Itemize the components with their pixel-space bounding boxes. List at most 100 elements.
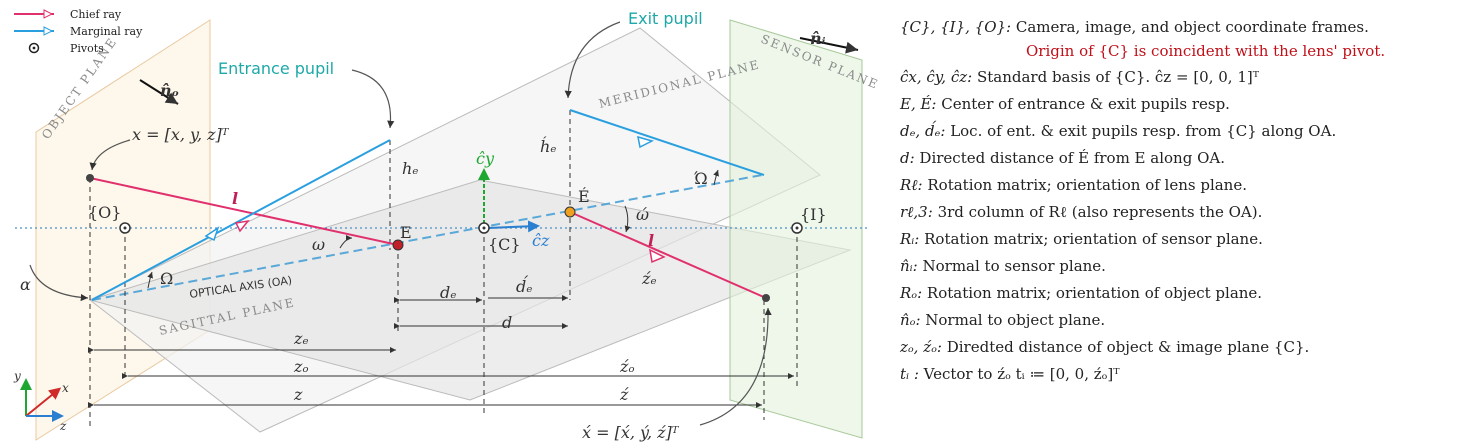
axis-y-label: y [13, 369, 21, 383]
definition-text: Standard basis of {C}. ĉz = [0, 0, 1]ᵀ [972, 68, 1260, 86]
legend-marginal-marker [43, 26, 54, 36]
definition-symbol: d: [900, 149, 915, 167]
definition-item: dₑ, d́ₑ: Loc. of ent. & exit pupils resp… [900, 118, 1470, 145]
legend-chief-marker [43, 9, 54, 19]
definition-item: tᵢ : Vector to źₒ tᵢ ≔ [0, 0, źₒ]ᵀ [900, 361, 1470, 388]
z-label: z [293, 385, 303, 404]
legend: Chief ray Marginal ray Pivots [14, 8, 143, 55]
object-normal-label: n̂ₒ [160, 81, 179, 100]
image-point-vector-label: x́ = [x́, ý, ź]ᵀ [582, 423, 680, 442]
legend-pivot-label: Pivots [70, 42, 104, 55]
omega-exit-label: ώ [636, 205, 649, 224]
definition-text: Vector to źₒ tᵢ ≔ [0, 0, źₒ]ᵀ [918, 365, 1120, 383]
camera-frame-pivot-dot [482, 226, 486, 230]
ray-direction-markers [204, 135, 666, 264]
definition-text: Center of entrance & exit pupils resp. [936, 95, 1230, 113]
definition-text: Rotation matrix; orientation of sensor p… [919, 230, 1263, 248]
definition-text: 3rd column of Rℓ (also represents the OA… [932, 203, 1263, 221]
d-e-exit-label: d́ₑ [516, 276, 532, 296]
image-frame-label: {I} [800, 205, 827, 224]
definition-symbol: n̂ᵢ: [900, 257, 918, 275]
definition-item: Origin of {C} is coincident with the len… [900, 41, 1470, 64]
exit-height-label: h́ₑ [540, 137, 557, 156]
definition-text: Camera, image, and object coordinate fra… [1011, 18, 1369, 36]
definition-symbol: tᵢ : [900, 365, 919, 383]
image-frame-pivot-dot [795, 226, 799, 230]
definition-item: E, É: Center of entrance & exit pupils r… [900, 91, 1470, 118]
legend-pivot-dot [32, 46, 36, 50]
big-omega-exit-label: Ώ [694, 169, 708, 188]
definition-item: n̂ᵢ: Normal to sensor plane. [900, 253, 1470, 280]
omega-label: ω [312, 235, 325, 254]
definition-symbol: Rᵢ: [900, 230, 920, 248]
definition-symbol: Rₒ: [900, 284, 923, 302]
chief-ray-object [89, 177, 399, 246]
definition-item: {C}, {I}, {O}: Camera, image, and object… [900, 14, 1470, 41]
z-o-exit-label: źₒ [619, 357, 635, 376]
optics-diagram: OBJECT PLANE MERIDIONAL PLANE SAGITTAL P… [13, 8, 881, 442]
definition-text: Directed distance of É from E along OA. [914, 149, 1225, 167]
z-e-exit-label: źₑ [641, 269, 657, 288]
cz-arrow [487, 220, 540, 233]
definition-symbol: dₑ, d́ₑ: [900, 122, 946, 140]
d-label: d [502, 313, 512, 332]
definition-symbol: E, É: [900, 95, 937, 113]
cy-label: ĉy [476, 149, 495, 168]
definition-item: zₒ, źₒ: Diredted distance of object & im… [900, 334, 1470, 361]
big-omega-label: Ω [160, 269, 173, 288]
definition-text: Normal to sensor plane. [917, 257, 1106, 275]
callout-arrows [29, 21, 772, 426]
chief-ray-label-object: l [232, 189, 238, 208]
definition-symbol: ĉx, ĉy, ĉz: [900, 68, 973, 86]
definition-text: Origin of {C} is coincident with the len… [1026, 42, 1386, 60]
object-point [86, 174, 94, 182]
exit-pupil-center [564, 206, 576, 218]
object-normal-arrow [139, 79, 179, 105]
definition-item: n̂ₒ: Normal to object plane. [900, 307, 1470, 334]
sensor-normal-label: n̂ᵢ [810, 29, 826, 48]
definition-item: d: Directed distance of É from E along O… [900, 145, 1470, 172]
definition-text: Rotation matrix; orientation of lens pla… [922, 176, 1247, 194]
image-point [762, 294, 770, 302]
exit-pupil-label: Exit pupil [628, 9, 703, 28]
definition-symbol: zₒ, źₒ: [900, 338, 942, 356]
object-point-vector-label: x = [x, y, z]ᵀ [132, 125, 230, 144]
definition-text: Loc. of ent. & exit pupils resp. from {C… [945, 122, 1337, 140]
z-e-label: zₑ [293, 329, 309, 348]
guide-lines [89, 110, 798, 430]
definition-item: Rₒ: Rotation matrix; orientation of obje… [900, 280, 1470, 307]
definition-item: rℓ,3: 3rd column of Rℓ (also represents … [900, 199, 1470, 226]
marginal-ray-image [569, 109, 765, 176]
definitions-list: {C}, {I}, {O}: Camera, image, and object… [900, 14, 1470, 388]
axis-x-label: x [62, 381, 69, 395]
chief-ray-label-image: l [648, 231, 654, 250]
z-exit-label: ź [619, 385, 629, 404]
marginal-ray-object [91, 139, 391, 301]
entrance-center-label: E [400, 223, 412, 242]
legend-chief-label: Chief ray [70, 8, 122, 21]
definition-symbol: Rℓ: [900, 176, 923, 194]
legend-marginal-label: Marginal ray [70, 25, 143, 38]
definition-text: Normal to object plane. [920, 311, 1106, 329]
definition-item: Rᵢ: Rotation matrix; orientation of sens… [900, 226, 1470, 253]
axis-z-label: z [59, 419, 67, 433]
exit-center-label: É [578, 186, 590, 206]
cz-label: ĉz [532, 231, 550, 250]
definition-symbol: {C}, {I}, {O}: [900, 18, 1012, 36]
optical-axis-line [91, 174, 763, 301]
camera-frame-label: {C} [488, 235, 521, 254]
alpha-label: α [20, 275, 31, 294]
sensor-normal-arrow [799, 37, 859, 54]
definition-symbol: n̂ₒ: [900, 311, 921, 329]
definition-text: Rotation matrix; orientation of object p… [922, 284, 1263, 302]
chief-ray-image [569, 211, 767, 299]
object-frame-pivot-dot [123, 226, 127, 230]
definition-text: Diredted distance of object & image plan… [941, 338, 1310, 356]
definition-symbol: rℓ,3: [900, 203, 933, 221]
d-e-label: dₑ [440, 283, 456, 302]
definition-item: Rℓ: Rotation matrix; orientation of lens… [900, 172, 1470, 199]
entrance-pupil-label: Entrance pupil [218, 59, 334, 78]
object-frame-label: {O} [88, 203, 121, 222]
definition-item: ĉx, ĉy, ĉz: Standard basis of {C}. ĉz = … [900, 64, 1470, 91]
entrance-height-label: hₑ [402, 159, 419, 178]
